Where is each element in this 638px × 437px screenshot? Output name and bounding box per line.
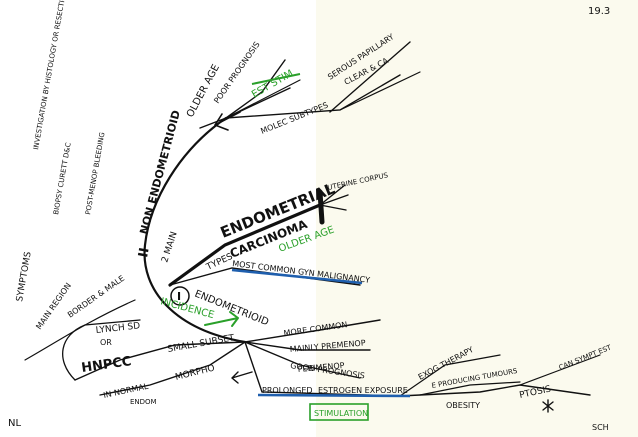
initials-left: NL: [8, 418, 21, 429]
e-producing-label: E PRODUCING TUMOURS: [431, 367, 519, 390]
mainly-premenop-label: MAINLY PREMENOP: [289, 338, 366, 354]
endom-label: ENDOM: [130, 398, 157, 406]
more-common-label: MORE COMMON: [283, 320, 348, 338]
initials-right: SCH: [592, 423, 609, 432]
uterine-fan: [319, 184, 349, 211]
post-menop-label: POST-MENOP BLEEDING: [84, 132, 106, 216]
molecular-label: MOLEC SUBTYPES: [259, 101, 329, 136]
non-endometrioid-label: NON ENDOMETRIOID: [137, 109, 183, 236]
hnpcc-label: HNPCC: [80, 354, 132, 376]
star-mark: [542, 399, 554, 413]
centre-thick-line: [168, 203, 322, 287]
symptoms-label: SYMPTOMS: [15, 251, 34, 303]
ptosis-label: PTOSIS: [519, 384, 553, 401]
roman-one-circle: [170, 286, 190, 306]
border-male-label: BORDER & MALE: [66, 274, 126, 320]
investigation-label: INVESTIGATION BY HISTOLOGY OR RESECTION: [32, 0, 68, 150]
roman-two-label: II: [136, 247, 152, 259]
biopsy-label: BIOPSY CURETT D&C: [52, 142, 73, 216]
lower-fan-b: [419, 381, 521, 396]
blue-underline-estrogen: [257, 393, 411, 398]
obesity-label: OBESITY: [446, 401, 480, 410]
green-underline-est: [251, 73, 301, 85]
or-label: OR: [100, 338, 112, 347]
lynch-label: LYNCH SD: [95, 321, 140, 336]
date-label: 19.3: [588, 6, 610, 17]
uterine-corpus-label: UTERINE CORPUS: [327, 171, 390, 192]
bottom-fan-1: [244, 319, 381, 343]
bottom-fan-2: [244, 341, 371, 351]
lower-fan-a: [399, 354, 501, 397]
fan-older-age: [225, 59, 286, 119]
arrow-mark-top: [214, 111, 241, 131]
fan-tail: [199, 117, 227, 129]
main-region-label: MAIN REGION: [34, 281, 73, 331]
lower-fan-c: [519, 354, 601, 386]
estrogen-exposure-label: ESTROGEN EXPOSURE: [318, 386, 408, 395]
fan-serous: [329, 41, 411, 113]
spine-line: [143, 116, 247, 344]
uterine-bar: [317, 189, 325, 225]
double-arrow: [231, 371, 253, 384]
incidence-arrow: [204, 311, 239, 327]
blue-underline-most-common: [231, 268, 363, 285]
fan-clear: [339, 71, 421, 111]
stimulation-label: STIMULATION: [314, 409, 368, 418]
morpho-label: MORPHO: [174, 363, 216, 382]
stimulation-box: [309, 403, 369, 421]
older-age-upper: OLDER AGE: [185, 63, 222, 120]
bottom-fan-5: [74, 341, 246, 381]
left-sweep: [24, 299, 136, 361]
paper-right-half: [316, 0, 638, 437]
roman-one-label: I: [177, 290, 181, 303]
prolonged-line: [244, 341, 591, 397]
bottom-fan-3: [244, 341, 361, 379]
perimenop-label: PERIMENOP: [297, 361, 345, 374]
paper-left-half: [0, 0, 316, 437]
small-subset-label: SMALL SUBSET: [167, 333, 236, 355]
two-main-label: 2 MAIN: [160, 230, 179, 263]
prolonged-label: PROLONGED: [262, 386, 313, 395]
can-sympt-label: CAN SYMPT EST: [558, 343, 613, 372]
fan-est-stim: [225, 79, 301, 119]
bottom-fan-4: [99, 341, 246, 396]
